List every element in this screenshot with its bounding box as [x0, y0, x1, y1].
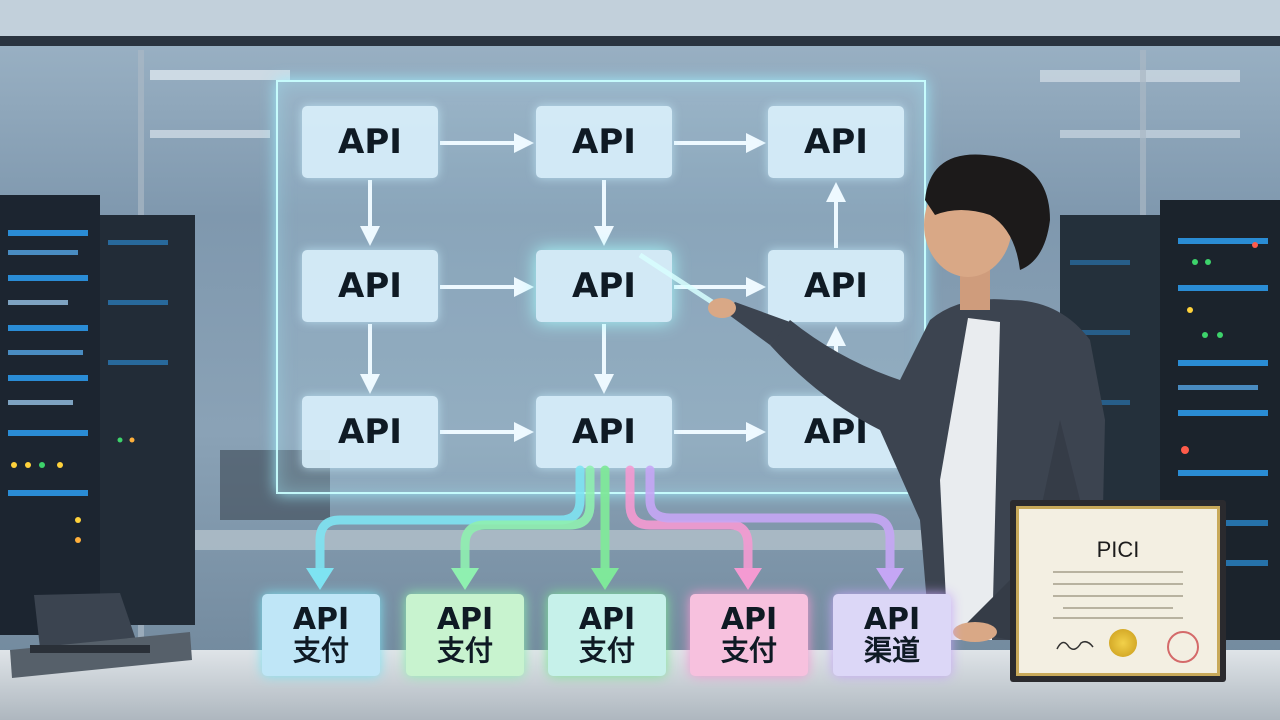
framed-certificate: PICI: [1010, 500, 1226, 682]
certificate-signature: [1056, 640, 1094, 650]
api-node-r2c3: API: [768, 250, 904, 322]
output-node-1-api: API: [292, 602, 350, 637]
certificate-paper: PICI: [1016, 506, 1220, 676]
certificate-red-stamp: [1167, 631, 1199, 663]
output-node-2-api: API: [436, 602, 494, 637]
output-arrow-5: [645, 465, 895, 577]
output-node-1-label: 支付: [292, 634, 349, 667]
output-arrow-4: [625, 465, 753, 577]
output-node-4: API 支付: [690, 594, 808, 676]
output-node-5-label: 渠道: [863, 634, 920, 667]
output-node-5: API 渠道: [833, 594, 951, 676]
api-node-r1c3: API: [768, 106, 904, 178]
api-node-r1c1: API: [302, 106, 438, 178]
output-node-2-label: 支付: [436, 634, 493, 667]
output-arrow-1: [315, 465, 585, 577]
output-node-3-label: 支付: [578, 634, 635, 667]
api-node-r3c2: API: [536, 396, 672, 468]
output-node-4-label: 支付: [720, 634, 777, 667]
output-node-4-api: API: [720, 602, 778, 637]
api-node-r1c2: API: [536, 106, 672, 178]
api-node-r2c1: API: [302, 250, 438, 322]
output-node-2: API 支付: [406, 594, 524, 676]
certificate-gold-seal: [1109, 629, 1137, 657]
output-node-3: API 支付: [548, 594, 666, 676]
api-node-r3c1: API: [302, 396, 438, 468]
certificate-title: PICI: [1096, 537, 1140, 562]
output-arrow-2: [460, 465, 595, 577]
left-server-lights: [8, 230, 168, 543]
output-node-3-api: API: [578, 602, 636, 637]
output-node-1: API 支付: [262, 594, 380, 676]
output-node-5-api: API: [863, 602, 921, 637]
